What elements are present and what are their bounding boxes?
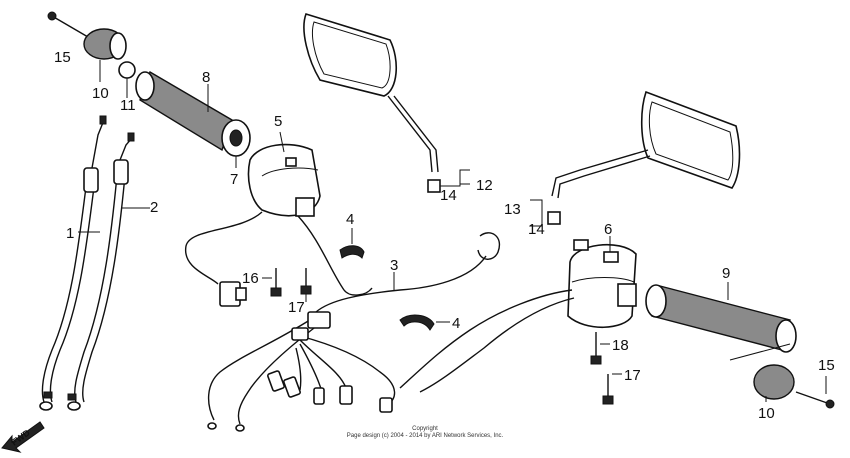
label-2: 2 [150, 199, 158, 216]
label-13: 13 [504, 201, 521, 218]
label-10-right: 10 [758, 405, 775, 422]
fwd-arrow-icon [1, 421, 45, 453]
label-4-upper: 4 [346, 211, 354, 228]
label-17-right: 17 [624, 367, 641, 384]
left-switch-housing [185, 131, 373, 307]
label-17-left: 17 [288, 299, 305, 316]
screw-17-right [602, 373, 622, 405]
label-5: 5 [274, 113, 282, 130]
left-grip [135, 70, 251, 168]
label-7: 7 [230, 171, 238, 188]
copyright-line-1: Copyright [412, 426, 438, 432]
throttle-cables [39, 115, 150, 411]
label-4-lower: 4 [452, 315, 460, 332]
label-10: 10 [92, 85, 109, 102]
screw-16 [262, 268, 282, 297]
label-8: 8 [202, 69, 210, 86]
label-15: 15 [54, 49, 71, 66]
label-6: 6 [604, 221, 612, 238]
mirror-right [530, 90, 741, 227]
label-3: 3 [390, 257, 398, 274]
screw-18 [590, 332, 610, 365]
left-bar-end-parts [47, 11, 136, 98]
screw-17-left [300, 268, 312, 302]
right-grip [645, 282, 797, 361]
right-switch-housing [399, 236, 637, 393]
right-bar-end-parts [753, 364, 835, 409]
label-1: 1 [66, 225, 74, 242]
label-18: 18 [612, 337, 629, 354]
copyright-line-2: Page design (c) 2004 - 2014 by ARI Netwo… [347, 433, 504, 439]
label-11: 11 [120, 97, 136, 114]
label-15-right: 15 [818, 357, 835, 374]
label-9: 9 [722, 265, 730, 282]
label-16: 16 [242, 270, 259, 287]
label-14-left: 14 [440, 187, 457, 204]
connector-bundle [267, 327, 396, 413]
cable-clip-upper [339, 228, 365, 259]
label-12: 12 [476, 177, 493, 194]
cable-clip-lower [399, 314, 450, 331]
mirror-left [303, 13, 470, 193]
label-14-right: 14 [528, 221, 545, 238]
